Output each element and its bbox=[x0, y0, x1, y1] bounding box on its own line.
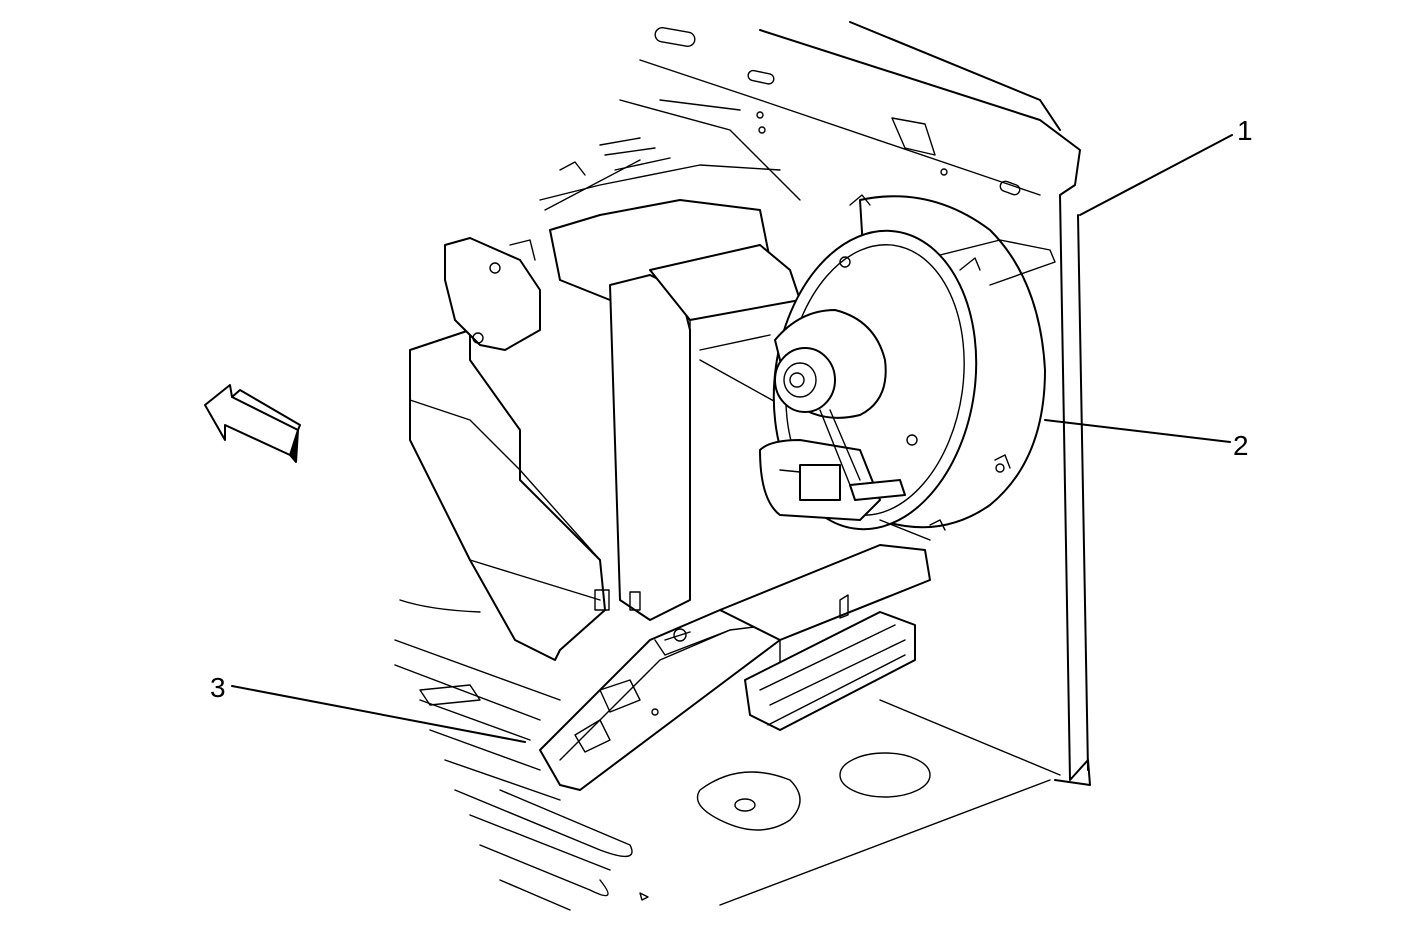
floor-panel bbox=[394, 599, 1061, 911]
blower-motor-assembly bbox=[759, 194, 1056, 541]
hvac-module-housing bbox=[409, 137, 801, 661]
leader-line-3 bbox=[231, 685, 526, 743]
hvac-control-module bbox=[539, 544, 931, 791]
callout-label-3: 3 bbox=[210, 672, 226, 703]
callout-label-1: 1 bbox=[1237, 115, 1253, 146]
forward-arrow-icon bbox=[204, 384, 301, 463]
callout-leaders bbox=[231, 134, 1233, 743]
callout-label-2: 2 bbox=[1233, 430, 1249, 461]
leader-line-1 bbox=[1079, 134, 1233, 216]
leader-line-2 bbox=[1044, 419, 1231, 443]
dash-panel bbox=[619, 21, 1091, 786]
